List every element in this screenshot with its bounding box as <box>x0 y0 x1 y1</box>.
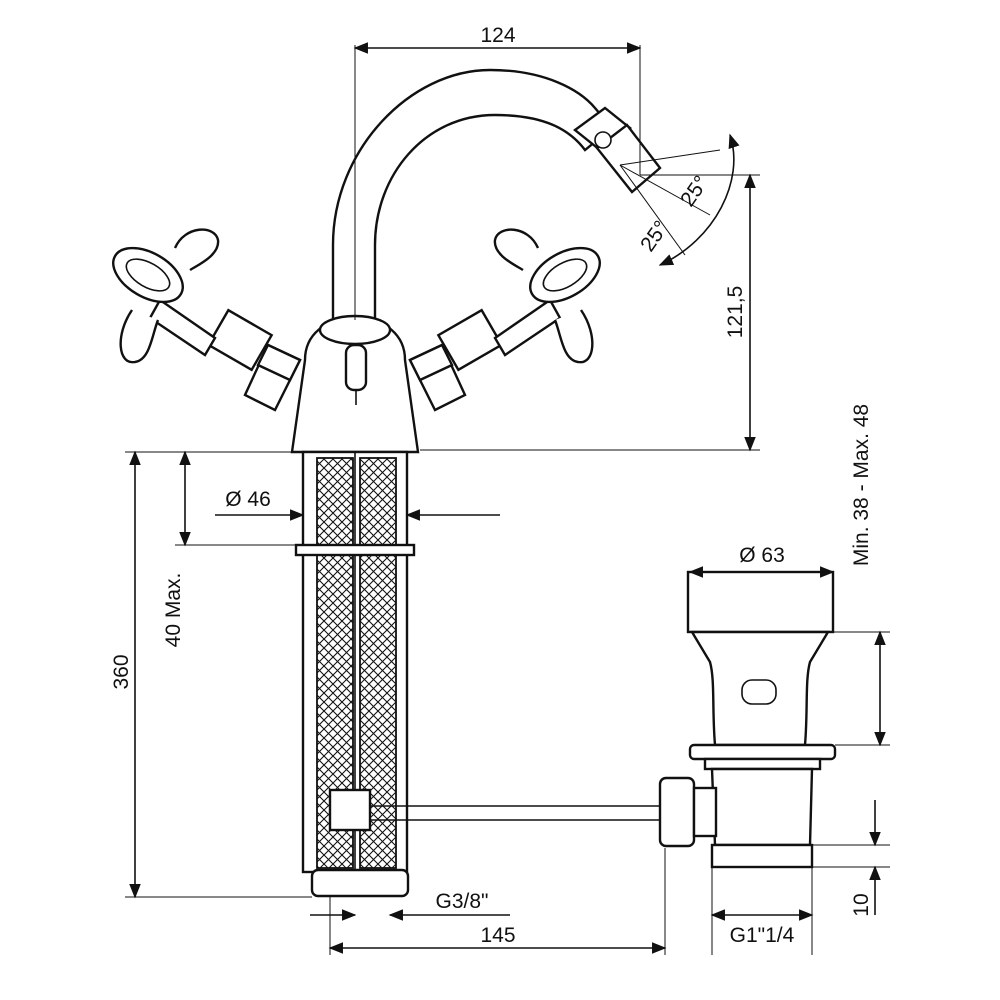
dim-spray-angle-right: 25° <box>676 172 713 211</box>
spout-nozzle <box>573 106 662 194</box>
dim-waste-thread: G1"1/4 <box>730 924 795 947</box>
pop-up-waste <box>658 570 837 869</box>
dim-base-diameter: Ø 46 <box>225 488 271 511</box>
waste-lever-nut <box>658 776 718 848</box>
dim-deck-thickness-max: 40 Max. <box>162 573 185 648</box>
spout <box>331 68 614 322</box>
dimension-lines <box>125 42 890 955</box>
left-cross-handle <box>112 228 302 412</box>
dim-overall-height: 360 <box>110 654 133 689</box>
pop-up-rod <box>370 805 660 821</box>
dim-inlet-thread: G3/8" <box>436 890 489 913</box>
dim-waste-thread-height: 10 <box>850 893 873 916</box>
waste-flange <box>688 743 837 761</box>
dim-waste-diameter: Ø 63 <box>739 544 785 567</box>
mixer-body <box>112 68 662 898</box>
dim-spray-angle-left: 25° <box>636 217 673 256</box>
pop-up-knob <box>344 343 368 405</box>
waste-slot <box>741 679 777 705</box>
waste-cap <box>686 570 835 634</box>
dim-spout-height: 121,5 <box>724 286 747 339</box>
dim-spout-reach: 124 <box>480 24 515 47</box>
mounting-shank <box>294 450 416 898</box>
right-cross-handle <box>408 228 601 412</box>
dim-spacing: 145 <box>480 924 515 947</box>
dim-waste-deck-range: Min. 38 - Max. 48 <box>850 404 873 566</box>
